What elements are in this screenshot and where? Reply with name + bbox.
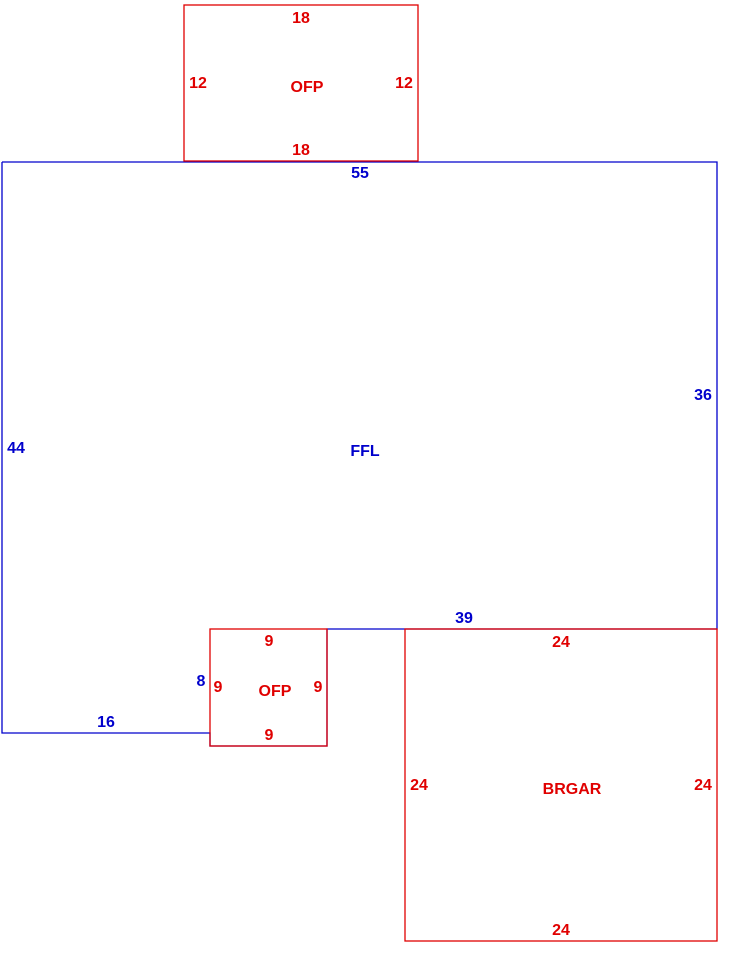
garage-top-dimension: 24 (552, 634, 570, 651)
garage-outline (404, 628, 718, 942)
garage-bottom-dimension: 24 (552, 922, 570, 939)
top-porch-left-dimension: 12 (189, 75, 207, 92)
small-porch-outline (209, 628, 328, 747)
top-porch-bottom-dimension: 18 (292, 142, 310, 159)
ffl-left-dimension: 44 (7, 440, 25, 457)
ffl-bottom-right-dimension: 39 (455, 610, 473, 627)
small-porch-left-dimension: 9 (214, 679, 223, 696)
garage-left-dimension: 24 (410, 777, 428, 794)
ffl-right-dimension: 36 (694, 387, 712, 404)
ffl-notch-side-dimension: 8 (197, 673, 206, 690)
ffl-area-label: FFL (350, 443, 380, 460)
small-porch-right-dimension: 9 (314, 679, 323, 696)
garage-right-dimension: 24 (694, 777, 712, 794)
top-porch-top-dimension: 18 (292, 10, 310, 27)
garage-area-label: BRGAR (543, 781, 602, 798)
top-porch-right-dimension: 12 (395, 75, 413, 92)
top-porch-area-label: OFP (291, 79, 324, 96)
top-porch-outline (183, 4, 419, 162)
small-porch-top-dimension: 9 (265, 633, 274, 650)
ffl-top-dimension: 55 (351, 165, 369, 182)
small-porch-bottom-dimension: 9 (265, 727, 274, 744)
ffl-bottom-left-dimension: 16 (97, 714, 115, 731)
small-porch-area-label: OFP (259, 683, 292, 700)
